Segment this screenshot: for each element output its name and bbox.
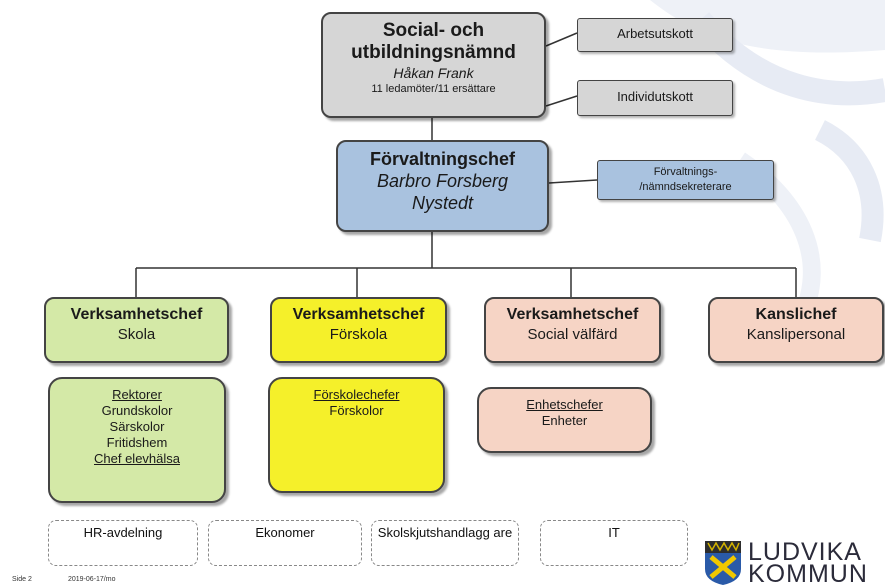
support-label: IT [608,525,620,540]
support-it: IT [540,520,688,566]
secretary-box: Förvaltnings- /nämndsekreterare [597,160,774,200]
department-title: Kanslichef [755,306,837,323]
director-title: Förvaltningschef [369,149,516,169]
units-skola: Rektorer Grundskolor Särskolor Fritidshe… [48,377,226,503]
page-number: Side 2 [12,576,32,583]
department-skola: Verksamhetschef Skola [44,297,229,363]
department-subtitle: Förskola [329,326,388,343]
department-subtitle: Skola [117,326,156,343]
unit-item: Enhetschefer [526,397,603,412]
footer-date: 2019-06-17/mo [68,576,116,583]
committee-individutskott: Individutskott [577,80,733,116]
logo-line1: LUDVIKA [748,538,862,566]
director-box: Förvaltningschef Barbro Forsberg Nystedt [336,140,549,232]
logo-line2: KOMMUN [748,560,868,588]
support-hr: HR-avdelning [48,520,198,566]
secretary-line1: Förvaltnings- [653,166,718,178]
unit-item: Chef elevhälsa [94,451,180,466]
director-name-line1: Barbro Forsberg [376,171,509,191]
unit-item: Förskolechefer [313,387,400,402]
units-forskola: Förskolechefer Förskolor [268,377,445,493]
unit-item: Förskolor [329,403,384,418]
committee-label: Arbetsutskott [617,26,693,41]
board-box: Social- och utbildningsnämnd Håkan Frank… [321,12,546,118]
committee-label: Individutskott [617,89,693,104]
coat-of-arms-icon [705,541,741,585]
department-title: Verksamhetschef [70,306,203,323]
department-subtitle: Kanslipersonal [746,326,846,343]
support-ekonomer: Ekonomer [208,520,362,566]
unit-item: Fritidshem [106,435,168,450]
department-title: Verksamhetschef [506,306,639,323]
board-members: 11 ledamöter/11 ersättare [371,83,496,95]
secretary-line2: /nämndsekreterare [639,181,732,193]
support-label: Ekonomer [255,525,315,540]
unit-item: Enheter [541,413,588,428]
unit-item: Grundskolor [101,403,173,418]
director-name-line2: Nystedt [411,193,474,213]
board-title-line1: Social- och [382,20,485,41]
unit-item: Rektorer [112,387,162,402]
support-label: HR-avdelning [83,525,163,540]
units-social-valfard: Enhetschefer Enheter [477,387,652,453]
unit-item: Särskolor [109,419,165,434]
board-chair: Håkan Frank [393,65,474,81]
department-social-valfard: Verksamhetschef Social välfärd [484,297,661,363]
support-label: Skolskjutshandlagg are [377,525,513,540]
department-kansli: Kanslichef Kanslipersonal [708,297,884,363]
department-title: Verksamhetschef [292,306,425,323]
support-skolskjuts: Skolskjutshandlagg are [371,520,519,566]
department-forskola: Verksamhetschef Förskola [270,297,447,363]
board-title-line2: utbildningsnämnd [351,42,516,63]
department-subtitle: Social välfärd [527,326,618,343]
committee-arbetsutskott: Arbetsutskott [577,18,733,52]
